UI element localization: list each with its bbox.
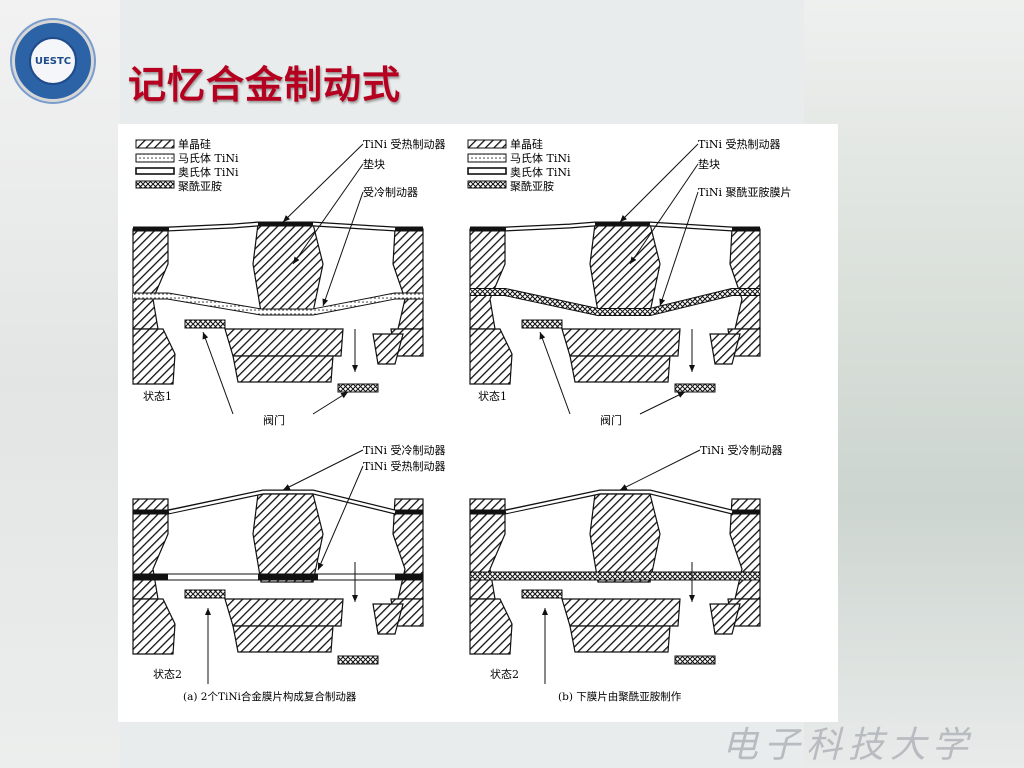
legend-austenite: 奥氏体 TiNi bbox=[178, 165, 239, 179]
svg-text:马氏体 TiNi: 马氏体 TiNi bbox=[510, 151, 571, 165]
svg-text:TiNi 聚酰亚胺膜片: TiNi 聚酰亚胺膜片 bbox=[698, 185, 792, 199]
caption-b: (b) 下膜片由聚酰亚胺制作 bbox=[558, 690, 682, 703]
svg-text:聚酰亚胺: 聚酰亚胺 bbox=[510, 179, 554, 193]
legend-silicon: 单晶硅 bbox=[178, 138, 211, 151]
svg-text:奥氏体 TiNi: 奥氏体 TiNi bbox=[510, 165, 571, 179]
label-cold-actuator: 受冷制动器 bbox=[363, 186, 418, 199]
svg-text:阀门: 阀门 bbox=[600, 413, 622, 427]
svg-text:TiNi 受冷制动器: TiNi 受冷制动器 bbox=[700, 444, 783, 457]
actuator-figure: 单晶硅 马氏体 TiNi 奥氏体 TiNi 聚酰亚胺 单晶硅 马氏体 TiNi … bbox=[118, 124, 838, 722]
legend-right: 单晶硅 马氏体 TiNi 奥氏体 TiNi 聚酰亚胺 bbox=[467, 138, 571, 193]
valve-label: 阀门 bbox=[263, 413, 285, 427]
legend-martensite: 马氏体 TiNi bbox=[178, 151, 239, 165]
panel-b-state2: TiNi 受冷制动器 状态2 (b) 下膜片由聚酰亚胺制作 bbox=[469, 444, 783, 703]
university-logo: UESTC bbox=[12, 20, 94, 102]
background-left bbox=[0, 0, 120, 768]
caption-a: (a) 2个TiNi合金膜片构成复合制动器 bbox=[183, 690, 357, 703]
state-label: 状态1 bbox=[143, 389, 172, 403]
label-hot-actuator: TiNi 受热制动器 bbox=[363, 138, 446, 151]
svg-text:状态2: 状态2 bbox=[490, 667, 519, 681]
panel-a-state1: TiNi 受热制动器 垫块 受冷制动器 状态1 阀门 bbox=[132, 138, 446, 427]
legend-polyimide: 聚酰亚胺 bbox=[178, 179, 222, 193]
svg-text:单晶硅: 单晶硅 bbox=[510, 138, 543, 151]
university-watermark: 电子科技大学 bbox=[722, 725, 975, 766]
label-pad: 垫块 bbox=[363, 157, 385, 171]
legend-left: 单晶硅 马氏体 TiNi 奥氏体 TiNi 聚酰亚胺 bbox=[135, 138, 239, 193]
background-right bbox=[804, 0, 1024, 768]
panel-b-state1: TiNi 受热制动器 垫块 TiNi 聚酰亚胺膜片 状态1 阀门 bbox=[469, 138, 792, 427]
panel-a-state2: TiNi 受冷制动器 TiNi 受热制动器 状态2 (a) 2个TiNi合金膜片… bbox=[132, 444, 446, 703]
actuator-diagram: 单晶硅 马氏体 TiNi 奥氏体 TiNi 聚酰亚胺 单晶硅 马氏体 TiNi … bbox=[132, 138, 792, 703]
label-hot-actuator-2: TiNi 受热制动器 bbox=[363, 460, 446, 473]
logo-center: UESTC bbox=[29, 37, 77, 85]
svg-text:垫块: 垫块 bbox=[698, 157, 720, 171]
svg-text:状态1: 状态1 bbox=[478, 389, 507, 403]
svg-text:TiNi 受热制动器: TiNi 受热制动器 bbox=[698, 138, 781, 151]
label-cold-actuator-2: TiNi 受冷制动器 bbox=[363, 444, 446, 457]
svg-text:状态2: 状态2 bbox=[153, 667, 182, 681]
slide-title: 记忆合金制动式 bbox=[128, 63, 402, 107]
